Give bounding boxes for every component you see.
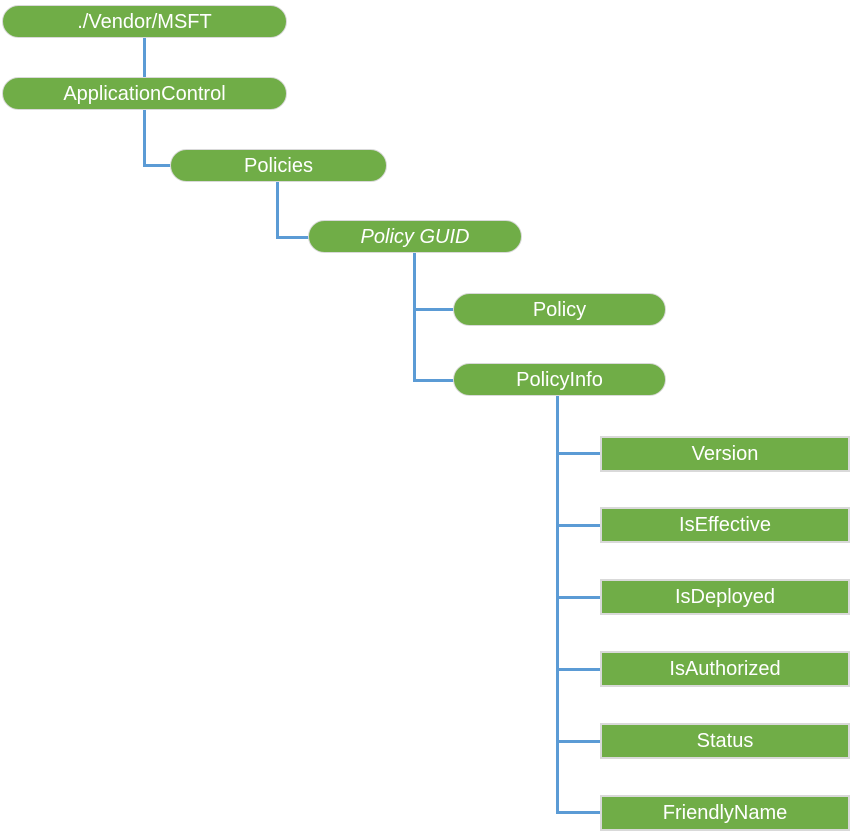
- connector-policyguid-to-policy: [413, 308, 454, 311]
- connector-policies-to-policyguid: [276, 236, 309, 239]
- connector-policyinfo-to-version: [556, 452, 601, 455]
- connector-policyguid-to-policyinfo: [413, 379, 454, 382]
- node-iseffective: IsEffective: [600, 507, 850, 543]
- connector-policyguid-trunk-vertical: [413, 253, 416, 382]
- node-applicationcontrol: ApplicationControl: [2, 77, 287, 110]
- node-policyinfo: PolicyInfo: [453, 363, 666, 396]
- node-policy: Policy: [453, 293, 666, 326]
- connector-vendor-to-applicationcontrol: [143, 38, 146, 77]
- node-policies: Policies: [170, 149, 387, 182]
- node-isauthorized: IsAuthorized: [600, 651, 850, 687]
- connector-policies-elbow-vertical: [276, 182, 279, 239]
- connector-applicationcontrol-to-policies: [143, 164, 171, 167]
- node-vendor-msft: ./Vendor/MSFT: [2, 5, 287, 38]
- connector-policyinfo-to-isauthorized: [556, 668, 601, 671]
- connector-policyinfo-to-isdeployed: [556, 596, 601, 599]
- node-friendlyname: FriendlyName: [600, 795, 850, 831]
- node-status: Status: [600, 723, 850, 759]
- connector-policyinfo-to-iseffective: [556, 524, 601, 527]
- node-policy-guid: Policy GUID: [308, 220, 522, 253]
- connector-policyinfo-trunk-vertical: [556, 396, 559, 814]
- connector-policyinfo-to-friendlyname: [556, 811, 601, 814]
- connector-applicationcontrol-elbow-vertical: [143, 110, 146, 167]
- connector-policyinfo-to-status: [556, 740, 601, 743]
- node-isdeployed: IsDeployed: [600, 579, 850, 615]
- node-version: Version: [600, 436, 850, 472]
